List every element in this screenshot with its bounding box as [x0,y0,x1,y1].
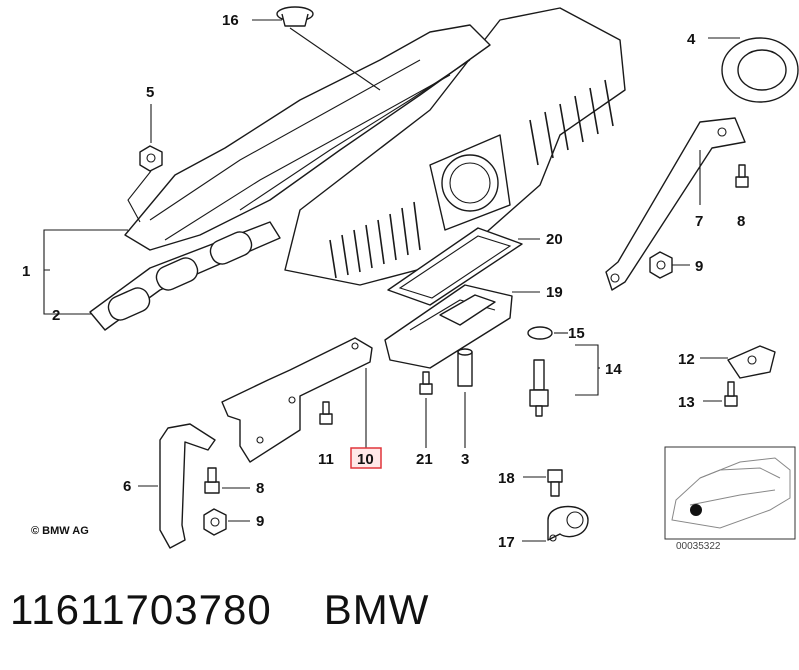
bolt-part-13 [724,381,738,407]
highlight-box [350,447,382,469]
inset-code: 00035322 [676,541,721,552]
sleeve-part-3 [457,348,473,387]
callout-2: 2 [52,307,60,324]
callout-1: 1 [22,263,30,280]
bolt-part-18 [547,469,563,497]
callout-11: 11 [318,451,334,468]
callout-8-lower: 8 [256,480,264,497]
clip-part-12 [727,345,776,379]
callout-3: 3 [461,451,469,468]
sensor-part-14 [529,359,549,417]
callout-4: 4 [687,31,696,48]
copyright-notice: © BMW AG [31,525,89,537]
gasket-part-20 [387,227,523,306]
bracket-part-10 [221,337,373,463]
bolt-part-21 [419,371,433,395]
callout-14: 14 [605,361,622,378]
brand-name: BMW [323,586,430,633]
callout-6: 6 [123,478,131,495]
callout-15: 15 [568,325,585,342]
callout-7: 7 [695,213,703,230]
manifold-gaskets [89,221,281,331]
bolt-part-11 [319,401,333,425]
part-number: 11611703780 [10,586,272,633]
bolt-part-8-upper [735,164,749,188]
nut-part-9-lower [203,508,227,536]
footer-caption: 11611703780 BMW [10,586,481,634]
nut-part-5 [139,145,163,172]
manifold-fins [329,79,614,279]
callout-21: 21 [416,451,433,468]
cover-part-19 [384,284,513,369]
o-ring-part-15 [527,326,553,340]
callout-17: 17 [498,534,515,551]
callout-5: 5 [146,84,154,101]
callout-16: 16 [222,12,239,29]
callout-9-upper: 9 [695,258,703,275]
callout-13: 13 [678,394,695,411]
callout-10: 10 [357,451,374,468]
callout-18: 18 [498,470,515,487]
lower-strut-part-6 [159,423,216,549]
intake-manifold [124,7,626,286]
support-strut-part-7 [605,117,746,291]
parts-diagram: 16 4 5 1 2 7 8 9 20 19 15 14 12 13 11 10… [22,6,799,551]
callout-8-upper: 8 [737,213,745,230]
nut-part-9-upper [649,251,673,279]
callout-20: 20 [546,231,563,248]
callout-19: 19 [546,284,563,301]
callout-9-lower: 9 [256,513,264,530]
location-dot [690,504,702,516]
callout-12: 12 [678,351,695,368]
bolt-part-8-lower [204,467,220,494]
cap-part-16 [276,6,314,27]
ring-seal-part-4 [721,37,799,103]
vehicle-inset [664,446,796,540]
clamp-part-17 [547,505,589,542]
